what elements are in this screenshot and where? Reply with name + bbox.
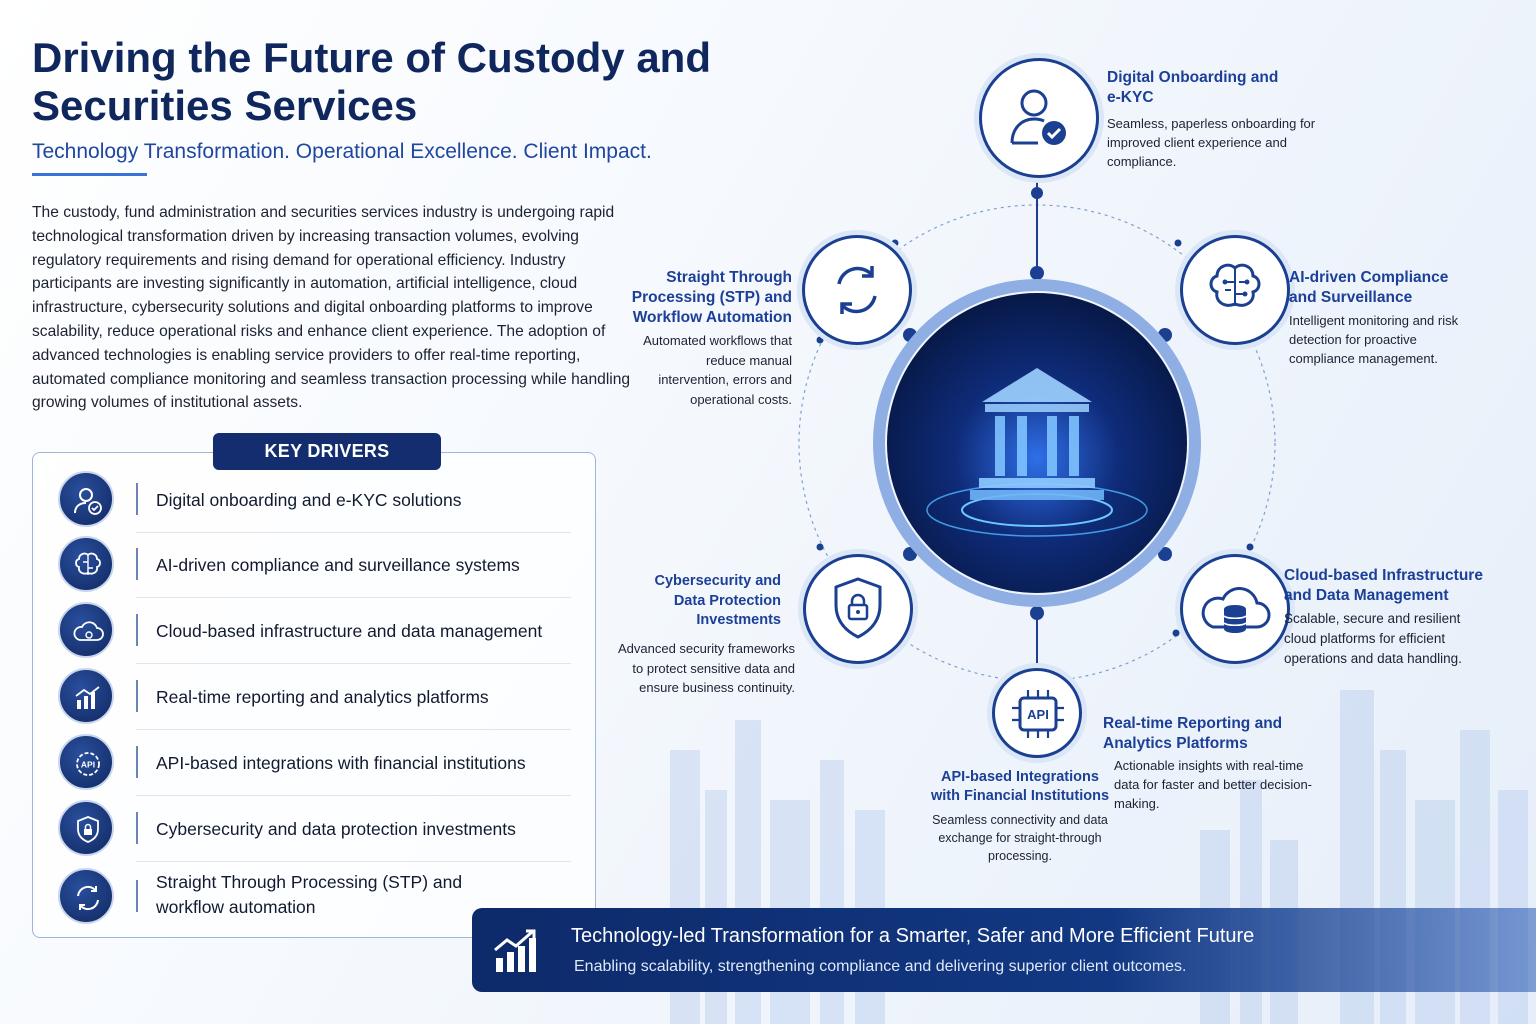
- banner-title: Technology-led Transformation for a Smar…: [571, 925, 1255, 947]
- page-title: Driving the Future of Custody and Securi…: [32, 34, 711, 129]
- driver-item-reporting: Real-time reporting and analytics platfo…: [56, 664, 571, 730]
- growth-chart-icon: [494, 929, 536, 972]
- node-description: Automated workflows that reduce manual i…: [643, 333, 792, 407]
- refresh-icon: [58, 868, 114, 924]
- driver-label: Cloud-based infrastructure and data mana…: [156, 620, 543, 641]
- title-underline: [32, 173, 147, 176]
- api-gear-icon: API: [58, 734, 114, 790]
- driver-label: Straight Through Processing (STP) and wo…: [156, 872, 463, 917]
- refresh-icon: [837, 266, 877, 314]
- core-circle: [887, 293, 1187, 593]
- node-title: API-based Integrations with Financial In…: [930, 769, 1110, 804]
- api-icon-text: API: [1027, 707, 1049, 722]
- node-title: Cybersecurity and Data Protection Invest…: [654, 573, 781, 628]
- key-drivers-heading: KEY DRIVERS: [213, 433, 441, 470]
- node-ai-compliance: [1180, 235, 1290, 345]
- api-chip-icon: API: [1012, 690, 1064, 738]
- brain-icon: [58, 536, 114, 592]
- node-description: Seamless connectivity and data exchange …: [932, 813, 1108, 863]
- driver-item-ai-compliance: AI-driven compliance and surveillance sy…: [56, 532, 571, 598]
- node-cybersecurity: [803, 554, 913, 664]
- shield-lock-icon: [834, 577, 882, 639]
- page-subtitle: Technology Transformation. Operational E…: [32, 140, 652, 163]
- node-title: AI-driven Compliance and Surveillance: [1289, 269, 1449, 306]
- driver-label: AI-driven compliance and surveillance sy…: [156, 554, 520, 575]
- bottom-banner: Technology-led Transformation for a Smar…: [472, 908, 1536, 992]
- driver-item-onboarding: Digital onboarding and e-KYC solutions: [56, 467, 571, 533]
- node-description: Intelligent monitoring and risk detectio…: [1289, 313, 1459, 366]
- driver-label: Digital onboarding and e-KYC solutions: [156, 489, 462, 510]
- node-api-integrations: API: [992, 668, 1082, 758]
- banner-subtitle: Enabling scalability, strengthening comp…: [574, 958, 1187, 975]
- node-title: Cloud-based Infrastructure and Data Mana…: [1284, 567, 1483, 604]
- core-ring: [873, 279, 1201, 607]
- driver-label: Real-time reporting and analytics platfo…: [156, 686, 489, 707]
- node-title: Straight Through Processing (STP) and Wo…: [631, 269, 792, 326]
- driver-item-api: API API-based integrations with financia…: [56, 730, 571, 796]
- node-description: Advanced security frameworks to protect …: [617, 641, 795, 695]
- intro-paragraph: The custody, fund administration and sec…: [32, 204, 631, 412]
- node-stp: [802, 235, 912, 345]
- svg-text:API: API: [81, 760, 95, 770]
- node-digital-onboarding: [979, 58, 1099, 178]
- key-drivers-panel: [32, 452, 596, 938]
- node-description: Scalable, secure and resilient cloud pla…: [1284, 611, 1462, 666]
- user-check-icon: [1010, 89, 1066, 145]
- bar-chart-icon: [58, 668, 114, 724]
- cloud-database-icon: [1201, 587, 1271, 633]
- user-check-icon: [58, 471, 114, 527]
- driver-label: Cybersecurity and data protection invest…: [156, 818, 516, 839]
- reporting-title: Real-time Reporting and Analytics Platfo…: [1103, 715, 1283, 752]
- driver-item-cloud: Cloud-based infrastructure and data mana…: [56, 598, 571, 664]
- node-cloud: [1180, 554, 1290, 664]
- driver-item-cybersecurity: Cybersecurity and data protection invest…: [56, 796, 571, 862]
- shield-lock-icon: [58, 800, 114, 856]
- cloud-icon: [58, 602, 114, 658]
- brain-icon: [1209, 263, 1261, 307]
- driver-item-stp: Straight Through Processing (STP) and wo…: [56, 864, 571, 926]
- node-title: Digital Onboarding and e-KYC: [1107, 69, 1279, 106]
- reporting-description: Actionable insights with real-time data …: [1114, 758, 1313, 811]
- bank-building-icon: [926, 368, 1148, 537]
- node-description: Seamless, paperless onboarding for impro…: [1107, 116, 1316, 169]
- driver-label: API-based integrations with financial in…: [156, 752, 526, 773]
